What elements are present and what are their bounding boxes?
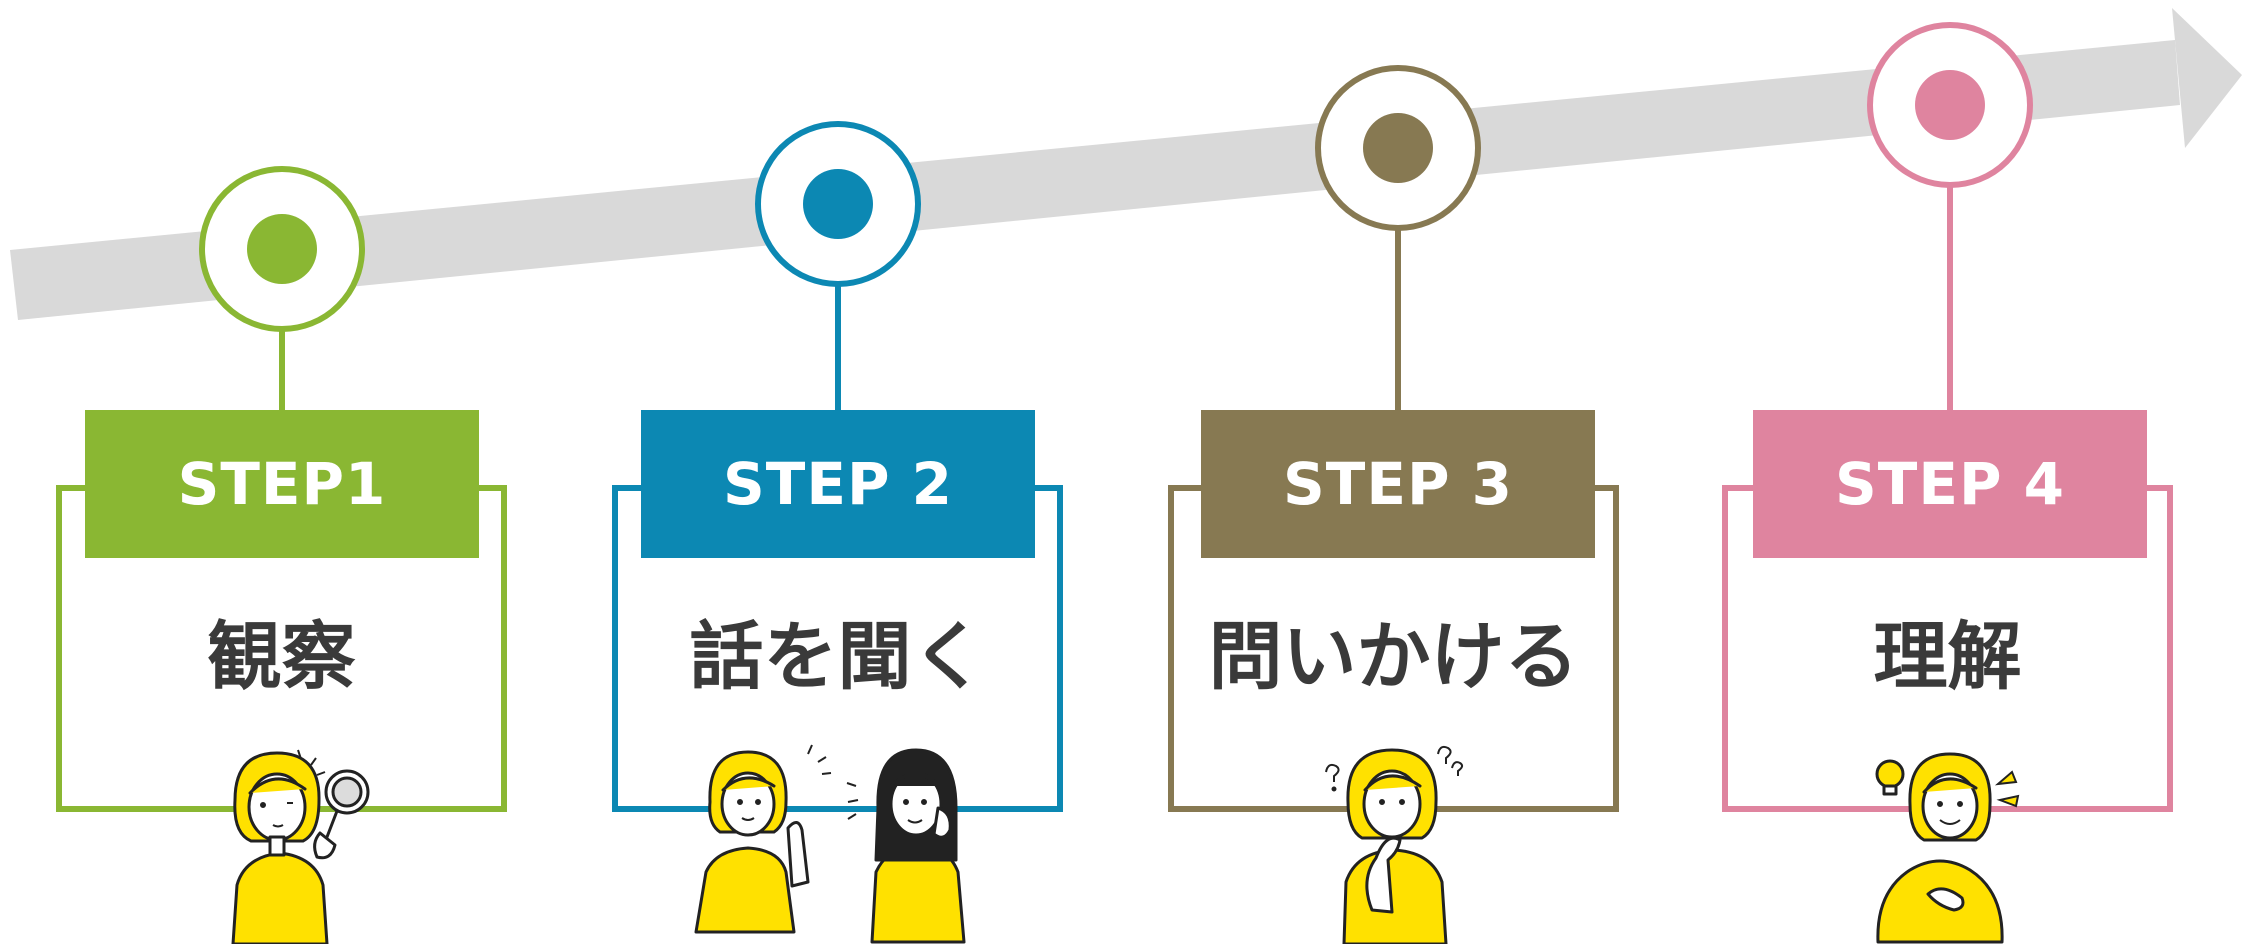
- understanding-figure: [1875, 752, 2020, 944]
- step3-marker: [1315, 65, 1481, 412]
- step2-marker: [755, 121, 921, 412]
- step4-header: STEP 4: [1753, 410, 2147, 558]
- step1-title: 観察: [207, 614, 356, 700]
- listeners-figure: [694, 744, 966, 944]
- step1-marker: [199, 166, 365, 412]
- step3-label: STEP 3: [1282, 450, 1513, 518]
- step4-title: 理解: [1873, 614, 2022, 700]
- step2-label: STEP 2: [722, 450, 953, 518]
- step1-label: STEP1: [177, 450, 387, 518]
- arrow-shaft: [10, 40, 2180, 320]
- step4-marker: [1867, 22, 2033, 412]
- step2-header: STEP 2: [641, 410, 1035, 558]
- questioner-figure: [1325, 745, 1464, 944]
- arrow-head: [2172, 8, 2242, 148]
- step1-header: STEP1: [85, 410, 479, 558]
- step4-label: STEP 4: [1834, 450, 2065, 518]
- step3-title: 問いかける: [1208, 614, 1579, 700]
- observer-figure: [231, 749, 370, 944]
- step2-title: 話を聞く: [689, 614, 986, 700]
- step3-header: STEP 3: [1201, 410, 1595, 558]
